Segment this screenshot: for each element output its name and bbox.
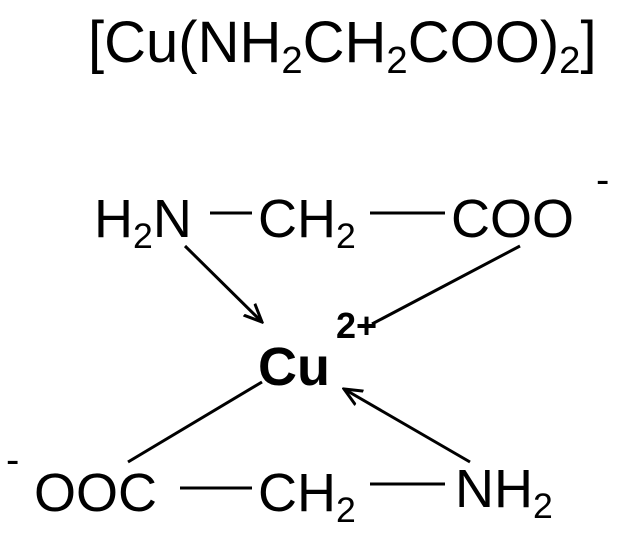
formula-part-mid-2: COO) [407,10,560,75]
top-amine-n: N [152,189,192,249]
molecular-formula: [Cu(NH2CH2COO)2] [88,14,597,81]
bottom-methylene-ch: CH [258,463,336,523]
formula-subscript-1: 2 [281,39,303,83]
formula-part-mid-1: CH [302,10,387,75]
copper-center: Cu [258,340,330,394]
top-methylene-group: CH2 [258,189,356,254]
bottom-amine-nh: NH [455,459,533,519]
bottom-carboxylate-group: OOC [34,466,157,520]
bottom-carboxylate-charge: - [6,438,20,482]
coordinate-bond-top-amine [183,244,262,322]
top-methylene-subscript: 2 [336,215,356,256]
bond-top-carboxylate-cu [371,244,521,326]
top-carboxylate-coo: COO [451,189,575,249]
formula-subscript-3: 2 [559,39,581,83]
bottom-amine-subscript: 2 [533,485,553,526]
formula-subscript-2: 2 [386,39,408,83]
top-amine-subscript: 2 [133,215,153,256]
top-carboxylate-charge: - [596,158,610,202]
bond-bottom-carboxylate-cu [127,380,263,464]
top-methylene-ch: CH [258,189,336,249]
bottom-methylene-group: CH2 [258,463,356,528]
top-amine-group: H2N [94,189,192,254]
top-amine-h: H [94,189,133,249]
bottom-carboxylate-ooc: OOC [34,463,158,523]
copper-symbol: Cu [258,337,330,397]
formula-part-open: [Cu(NH [88,10,282,75]
bottom-methylene-subscript: 2 [336,489,356,530]
copper-charge: 2+ [336,305,378,346]
coordinate-bond-bottom-amine [344,389,471,464]
formula-part-close: ] [580,10,597,75]
top-carboxylate-group: COO [451,192,574,246]
bottom-amine-group: NH2 [455,459,553,524]
